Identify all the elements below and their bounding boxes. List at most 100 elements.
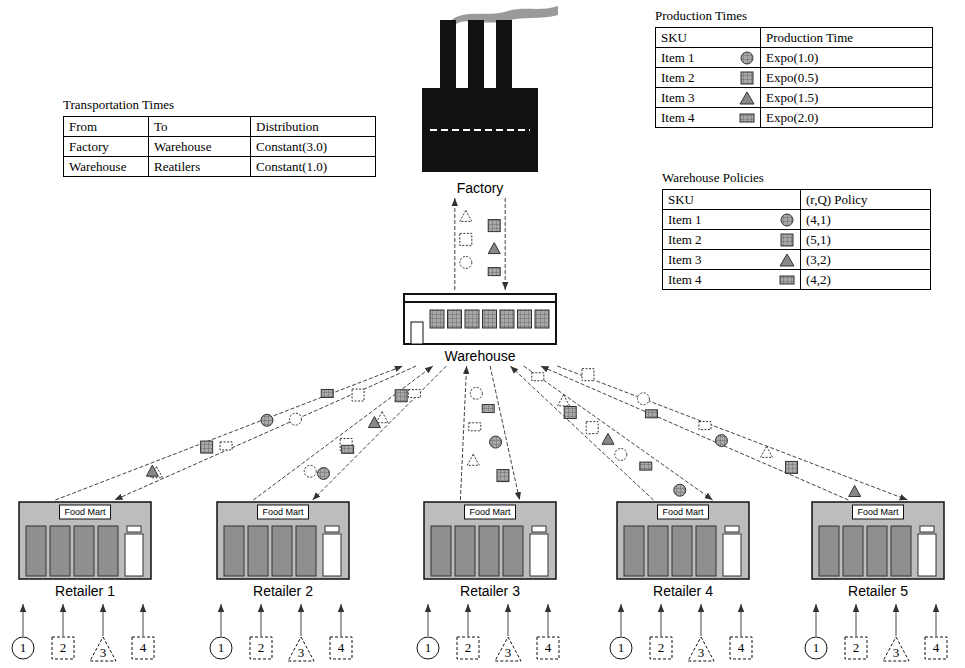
- cell-content: (4,1): [806, 212, 925, 228]
- door-sign: [532, 526, 546, 532]
- flow-arrow: [55, 366, 402, 500]
- flow-arrow: [741, 604, 742, 636]
- item-icon: [779, 273, 795, 287]
- demand-square: [925, 637, 947, 659]
- demand-circle: [610, 637, 632, 659]
- flow-arrow: [143, 604, 144, 636]
- item-icon: [779, 253, 795, 267]
- retailer-label: Retailer 5: [804, 583, 952, 600]
- table-cell: Distribution: [251, 117, 376, 137]
- table-text: (4,2): [806, 272, 831, 288]
- item-token: [488, 220, 500, 232]
- demand-shape: 2: [844, 636, 868, 660]
- table-text: Item 4: [661, 110, 695, 126]
- item-token: [602, 433, 614, 444]
- flow-arrow: [856, 604, 857, 636]
- demand-shape: 1: [609, 636, 633, 660]
- flow-arrow: [341, 604, 342, 636]
- item-icon: [739, 71, 755, 85]
- item-token: [645, 410, 657, 418]
- store-sign: Food Mart: [209, 507, 357, 518]
- demand-square: [52, 637, 74, 659]
- cell-content: SKU: [668, 192, 795, 208]
- store-window: [224, 526, 244, 576]
- table-row: SKUProduction Time: [656, 28, 933, 48]
- retailer-node: Food MartRetailer 4: [609, 500, 757, 604]
- item-token: [674, 484, 686, 496]
- retailer-label: Retailer 2: [209, 583, 357, 600]
- demand-number: 2: [649, 641, 673, 655]
- table-text: Production Time: [766, 30, 853, 46]
- store-window: [624, 526, 644, 576]
- warehouse-label: Warehouse: [396, 348, 564, 365]
- table-title: Warehouse Policies: [662, 170, 931, 186]
- demand-number: 2: [249, 641, 273, 655]
- flow-arrow: [936, 604, 937, 636]
- item-token: [490, 436, 502, 448]
- item-icon: [739, 111, 755, 125]
- demand-shape: 4: [131, 636, 155, 660]
- item-token: [376, 412, 388, 423]
- cell-content: (r,Q) Policy: [806, 192, 925, 208]
- table-text: From: [69, 119, 97, 135]
- factory-stripe: [430, 129, 530, 131]
- table-row: FactoryWarehouseConstant(3.0): [64, 137, 376, 157]
- cell-content: Expo(2.0): [766, 110, 927, 126]
- table-cell: Reatilers: [149, 157, 251, 177]
- item-token: [201, 441, 213, 453]
- chimney: [440, 20, 456, 92]
- item-token: [637, 393, 649, 405]
- item-token: [699, 422, 711, 430]
- item-triangle: [780, 254, 794, 266]
- store-window: [98, 526, 118, 576]
- table-row: Item 2(5,1): [663, 230, 931, 250]
- demand-number: 4: [729, 641, 753, 655]
- item-token: [488, 243, 500, 254]
- demand-number: 3: [882, 646, 910, 660]
- store-window: [50, 526, 70, 576]
- data-table: Production TimesSKUProduction TimeItem 1…: [655, 8, 933, 128]
- demand-square: [250, 637, 272, 659]
- retailer-label: Retailer 4: [609, 583, 757, 600]
- table-title: Transportation Times: [63, 97, 376, 113]
- item-token: [469, 423, 481, 431]
- cell-content: Expo(1.5): [766, 90, 927, 106]
- store-window: [696, 526, 716, 576]
- demand-shape: 2: [249, 636, 273, 660]
- table-text: Constant(3.0): [256, 139, 327, 155]
- demand-number: 1: [11, 641, 35, 655]
- demand-shape: 1: [416, 636, 440, 660]
- store-window: [819, 526, 839, 576]
- flow-arrow: [490, 366, 520, 500]
- retailer-node: Food MartRetailer 3: [416, 500, 564, 604]
- item-square: [781, 234, 793, 246]
- table-cell: Item 3: [663, 250, 801, 270]
- flow-arrow: [103, 604, 104, 636]
- demand-number: 4: [329, 641, 353, 655]
- chimney: [468, 20, 484, 92]
- item-circle: [781, 214, 793, 226]
- table-cell: Warehouse: [64, 157, 149, 177]
- warehouse-node: Warehouse: [396, 290, 564, 366]
- demand-number: 1: [804, 641, 828, 655]
- retailer-node: Food MartRetailer 1: [11, 500, 159, 604]
- demand-number: 3: [89, 646, 117, 660]
- table-cell: Production Time: [761, 28, 933, 48]
- cell-content: (4,2): [806, 272, 925, 288]
- store-window: [296, 526, 316, 576]
- demand-number: 4: [924, 641, 948, 655]
- demand-shape: 3: [89, 636, 117, 662]
- demand-shape: 2: [51, 636, 75, 660]
- table-text: Item 2: [661, 70, 695, 86]
- item-token: [352, 389, 364, 401]
- demand-number: 4: [131, 641, 155, 655]
- table-cell: Constant(3.0): [251, 137, 376, 157]
- cell-content: Item 1: [668, 212, 795, 228]
- table-text: Distribution: [256, 119, 319, 135]
- flow-arrow: [428, 604, 429, 636]
- demand-square: [650, 637, 672, 659]
- chimney: [496, 20, 512, 92]
- table-cell: (4,1): [801, 210, 931, 230]
- door-sign: [127, 526, 141, 532]
